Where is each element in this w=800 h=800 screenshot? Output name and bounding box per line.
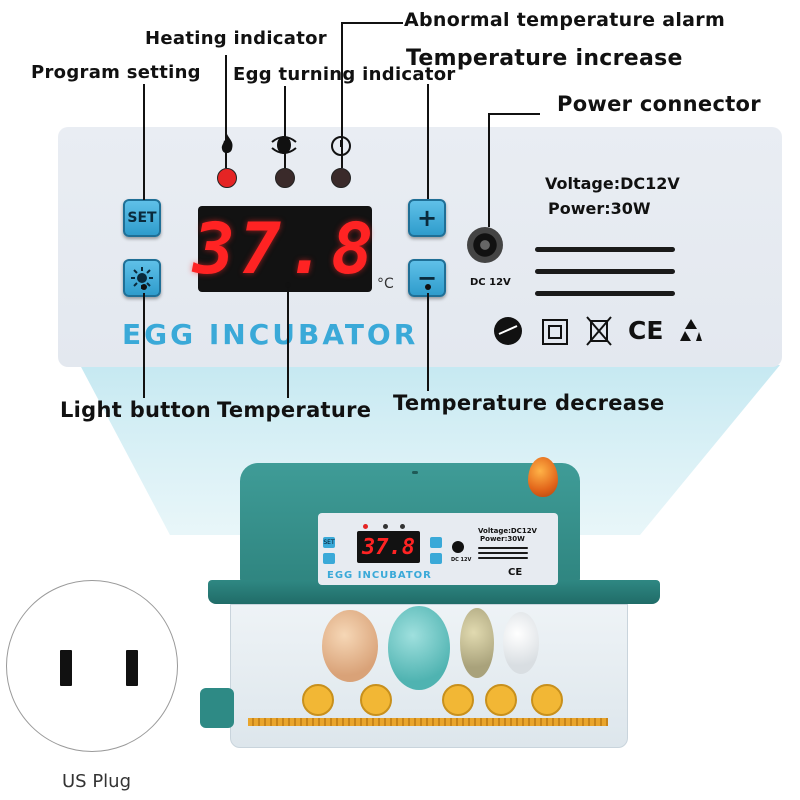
white-egg — [503, 612, 539, 674]
egg-turning-led — [275, 168, 295, 188]
weee-bin-icon — [586, 316, 612, 346]
callout-egg-turning: Egg turning indicator — [233, 64, 456, 85]
minus-icon: − — [416, 264, 438, 292]
callout-heating: Heating indicator — [145, 28, 327, 49]
roller-gear — [442, 684, 474, 716]
temperature-value: 37.8 — [192, 208, 378, 290]
callout-line — [488, 113, 540, 115]
mini-alarm-led — [400, 524, 405, 529]
mini-vent — [478, 547, 528, 549]
mini-heating-led — [363, 524, 368, 529]
mini-light-button[interactable] — [323, 553, 335, 564]
callout-line — [287, 283, 289, 398]
callout-temp-decrease: Temperature decrease — [393, 391, 665, 415]
mini-temperature-value: 37.8 — [362, 534, 415, 560]
callout-line — [143, 293, 145, 398]
callout-light-button: Light button — [60, 398, 211, 422]
vent-line — [535, 291, 675, 296]
vent-line — [535, 247, 675, 252]
callout-line — [427, 84, 429, 199]
plug-label: US Plug — [62, 771, 132, 792]
voltage-text: Voltage:DC12V — [545, 174, 680, 193]
callout-line — [225, 55, 227, 168]
callout-abnormal-alarm: Abnormal temperature alarm — [404, 9, 726, 31]
candling-egg — [528, 457, 558, 497]
callout-line — [341, 22, 343, 168]
quail-egg — [460, 608, 494, 678]
mini-set-button[interactable]: SET — [323, 537, 335, 548]
mini-vent — [478, 557, 528, 559]
callout-temperature: Temperature — [217, 398, 372, 422]
callout-line — [284, 86, 286, 168]
vent-line — [535, 269, 675, 274]
mini-brand: EGG INCUBATOR — [327, 570, 432, 581]
set-button[interactable]: SET — [123, 199, 161, 237]
mini-minus-button[interactable] — [430, 553, 442, 564]
mini-turning-led — [383, 524, 388, 529]
double-insulation-icon — [542, 319, 568, 345]
blue-egg — [388, 606, 450, 690]
mini-set-label: SET — [323, 539, 335, 546]
temp-increase-button[interactable]: + — [408, 199, 446, 237]
us-plug-face — [6, 580, 178, 752]
set-button-label: SET — [127, 210, 157, 226]
light-button[interactable] — [123, 259, 161, 297]
plug-prong — [126, 650, 138, 686]
gear-rack — [248, 718, 608, 726]
brand-label: EGG INCUBATOR — [122, 318, 419, 351]
callout-line — [341, 22, 403, 24]
recycle-icon — [680, 319, 702, 341]
dc-label: DC 12V — [470, 277, 511, 288]
temperature-display: 37.8 — [193, 206, 373, 292]
callout-dot — [285, 282, 291, 288]
alarm-led — [331, 168, 351, 188]
callout-line — [143, 84, 145, 200]
lid-hole — [412, 471, 418, 474]
brown-egg — [322, 610, 378, 682]
callout-line — [427, 293, 429, 391]
callout-dot — [425, 284, 431, 290]
temp-decrease-button[interactable]: − — [408, 259, 446, 297]
power-connector[interactable] — [467, 227, 503, 263]
mini-power-connector — [452, 541, 464, 553]
roller-gear — [531, 684, 563, 716]
mini-vent — [478, 552, 528, 554]
mini-voltage: Voltage:DC12V — [478, 527, 537, 535]
mini-dc-label: DC 12V — [451, 557, 472, 563]
mini-ce-mark: CE — [508, 567, 523, 578]
callout-temp-increase: Temperature increase — [406, 46, 683, 71]
roller-gear — [485, 684, 517, 716]
water-inlet[interactable] — [200, 688, 234, 728]
ce-mark: CE — [628, 316, 664, 345]
callout-line — [488, 113, 490, 227]
mini-plus-button[interactable] — [430, 537, 442, 548]
heating-led — [217, 168, 237, 188]
roller-gear — [360, 684, 392, 716]
callout-dot — [141, 284, 147, 290]
plug-prong — [60, 650, 72, 686]
flame-icon — [221, 134, 233, 154]
callout-power-connector: Power connector — [557, 92, 761, 116]
power-text: Power:30W — [548, 199, 651, 218]
mini-power: Power:30W — [480, 535, 525, 543]
callout-program-setting: Program setting — [31, 62, 201, 83]
roller-gear — [302, 684, 334, 716]
mini-display: 37.8 — [357, 531, 420, 563]
certification-round-icon — [494, 317, 522, 345]
unit-label: °C — [377, 276, 394, 292]
plus-icon: + — [416, 204, 438, 232]
